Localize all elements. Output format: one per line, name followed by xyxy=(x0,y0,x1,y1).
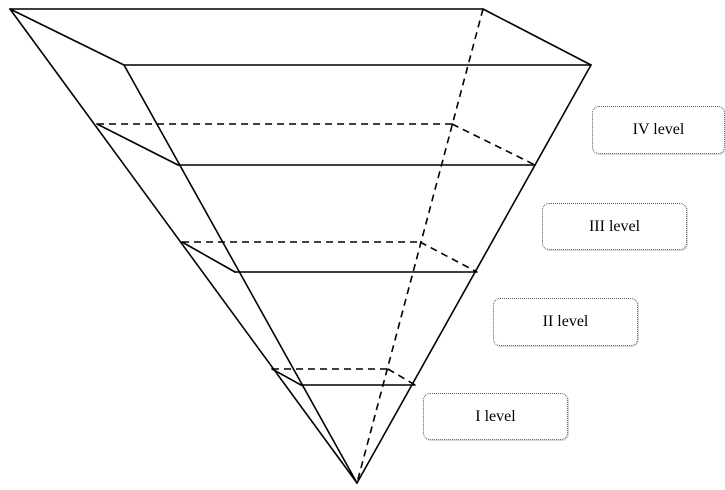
right-lateral-edge xyxy=(356,64,592,484)
level-label-iii: III level xyxy=(588,217,641,235)
level-label-iv: IV level xyxy=(632,121,685,138)
top-right-edge xyxy=(482,8,592,66)
section-upper-left xyxy=(96,123,179,166)
section-lower-left xyxy=(271,368,302,386)
top-left-edge xyxy=(9,8,125,66)
level-label-i: I level xyxy=(475,407,516,425)
section-middle-left xyxy=(181,241,236,273)
front-lateral-edge xyxy=(123,64,358,484)
level-box-ii: II level xyxy=(493,298,638,346)
back-lateral-edge-hidden xyxy=(356,8,484,484)
section-upper-right xyxy=(451,123,536,166)
left-lateral-edge xyxy=(9,8,358,484)
level-box-i: I level xyxy=(423,393,568,440)
level-box-iii: III level xyxy=(542,203,687,250)
level-box-iv: IV level xyxy=(592,106,725,154)
section-lower-right xyxy=(387,368,416,386)
level-label-ii: II level xyxy=(542,313,589,330)
section-middle-right xyxy=(419,241,478,273)
